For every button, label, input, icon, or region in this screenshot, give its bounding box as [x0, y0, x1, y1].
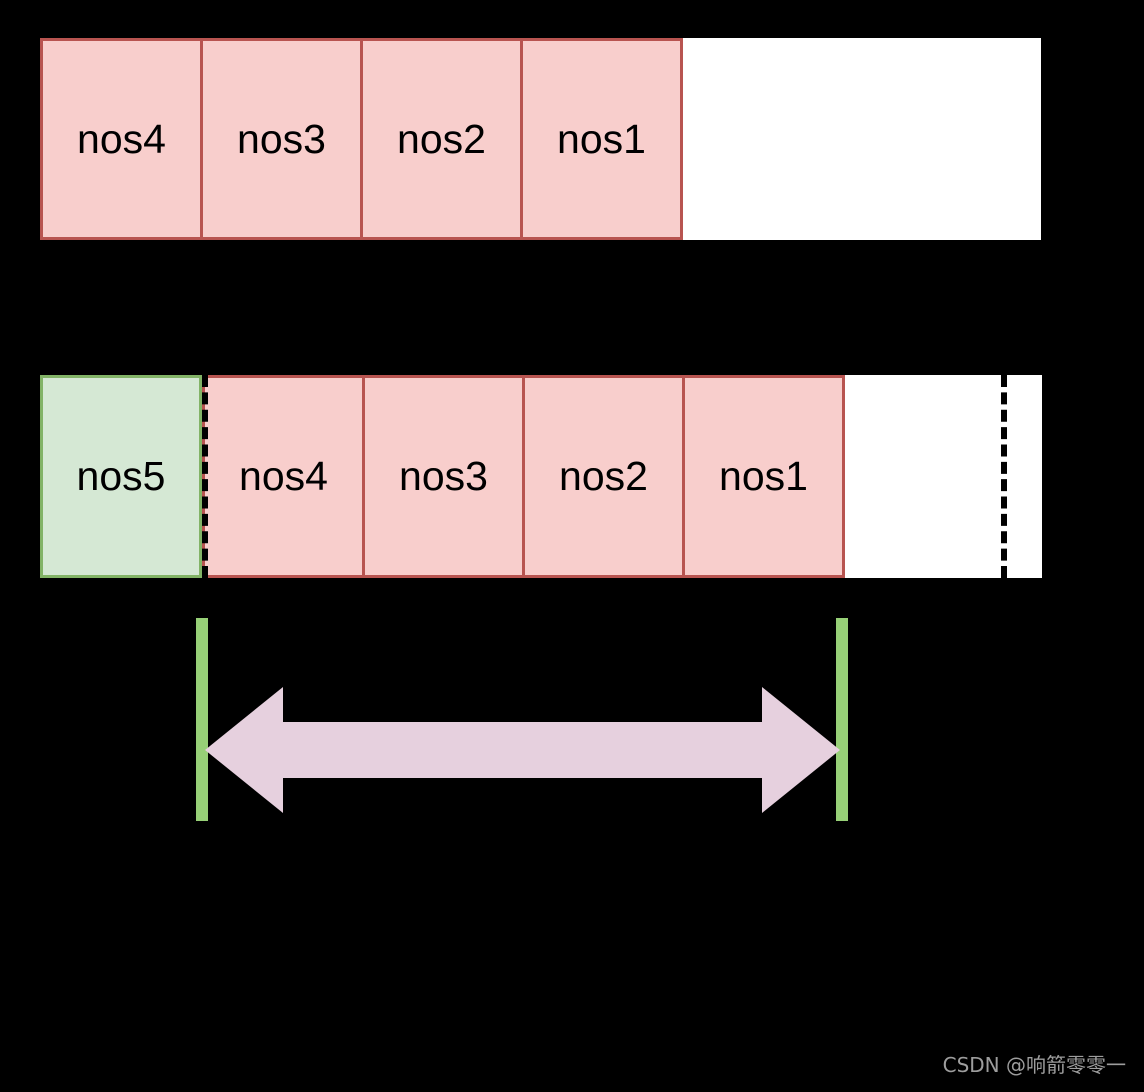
row-one-cell-nos3: nos3: [200, 38, 363, 240]
range-start-marker: [196, 618, 208, 821]
cell-label: nos5: [76, 453, 166, 499]
row-two-cell-nos4: nos4: [202, 375, 365, 578]
row-one-cell-nos2: nos2: [360, 38, 523, 240]
row-one-free-space: [683, 38, 1041, 240]
row-one-cell-nos4: nos4: [40, 38, 203, 240]
row-two-free-space: [845, 375, 1042, 578]
row-two-cell-nos5: nos5: [40, 375, 202, 578]
range-end-marker: [836, 618, 848, 821]
cell-label: nos3: [399, 453, 488, 499]
before-state-row: nos4 nos3 nos2 nos1: [40, 38, 1041, 240]
dashed-line-insertion-boundary: [202, 375, 208, 578]
cell-label: nos3: [237, 115, 326, 162]
after-state-row: nos5 nos4 nos3 nos2 nos1: [40, 375, 1042, 578]
cell-label: nos4: [77, 115, 166, 162]
cell-label: nos2: [559, 453, 648, 499]
dashed-line-capacity-boundary: [1001, 375, 1007, 578]
row-two-cell-nos1: nos1: [682, 375, 845, 578]
cell-label: nos2: [397, 115, 486, 162]
watermark-text: CSDN @响箭零零一: [942, 1053, 1126, 1077]
cell-label: nos1: [557, 115, 646, 162]
cell-label: nos4: [239, 453, 328, 499]
double-headed-span-arrow: [205, 683, 840, 817]
row-two-cell-nos2: nos2: [522, 375, 685, 578]
cell-label: nos1: [719, 453, 808, 499]
row-two-cell-nos3: nos3: [362, 375, 525, 578]
row-one-cell-nos1: nos1: [520, 38, 683, 240]
